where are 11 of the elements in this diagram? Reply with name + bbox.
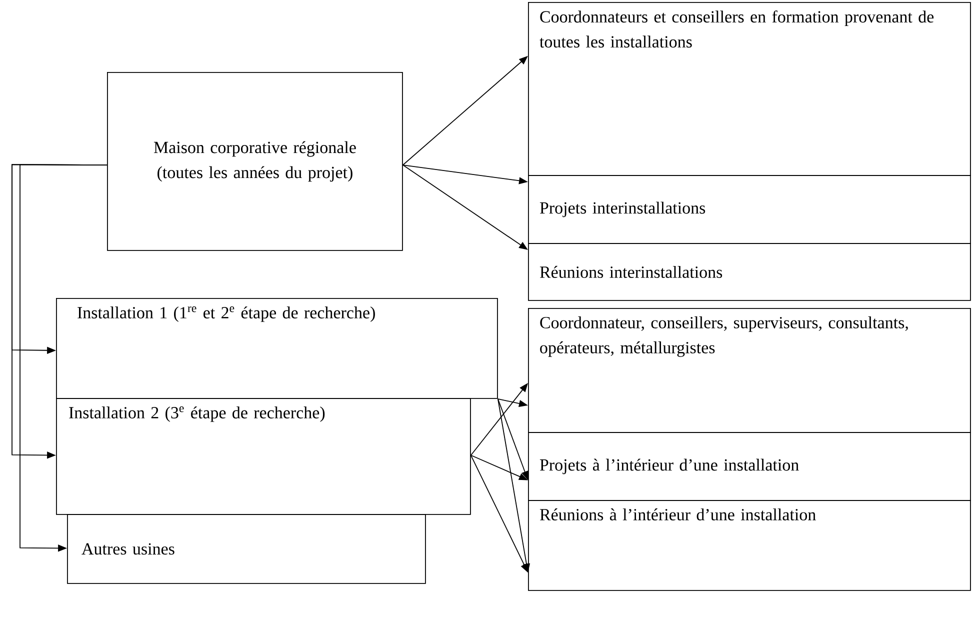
text-box: Installation 2 (3$^{e}$ étape de recherche) (56, 398, 471, 515)
text-box: Projets à l’intérieur d’une installation (528, 432, 971, 501)
text-box: Coordonnateur, conseillers, superviseurs, consultants, opérateurs, métallurgistes (528, 308, 971, 433)
text-box: Coordonnateurs et conseillers en formation provenant de toutes les installations (528, 2, 971, 176)
text-box: Installation 1 (1$^{re}$ et 2$^{e}$ étape de recherche) (56, 298, 498, 399)
text-box: Réunions à l’intérieur d’une installation (528, 500, 971, 591)
arrow (20, 164, 108, 552)
text-box: Maison corporative régionale (toutes les années du projet) (107, 72, 403, 251)
text-box: Réunions interinstallations (528, 243, 971, 301)
text-box: Autres usines (67, 514, 426, 584)
text-box: Projets interinstallations (528, 174, 971, 244)
